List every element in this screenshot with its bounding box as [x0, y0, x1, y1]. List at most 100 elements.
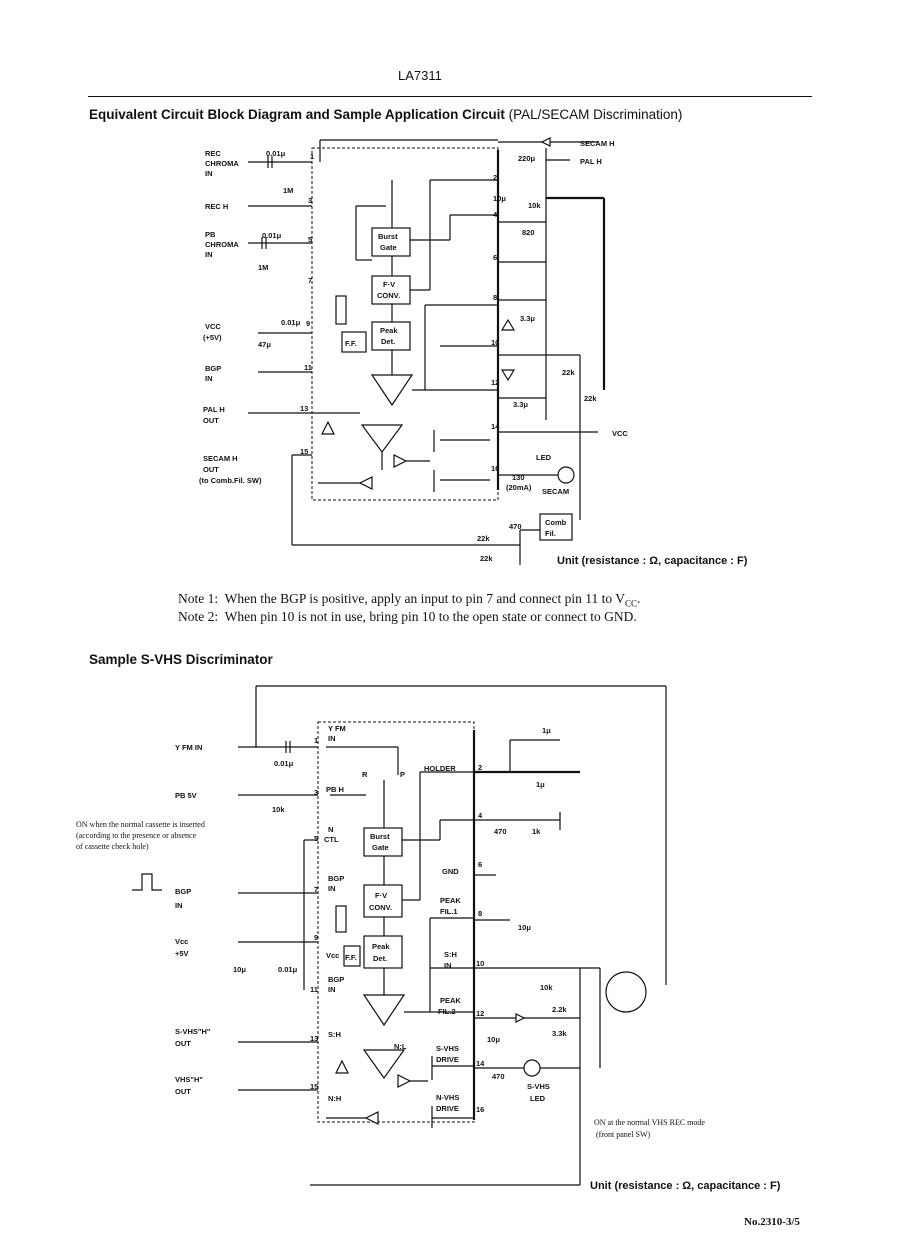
det-label: Det. [381, 337, 395, 346]
d2-pin-4: 4 [478, 811, 483, 820]
doc-number: No.2310-3/5 [744, 1216, 800, 1228]
d2-peakfil1-l2: FIL.1 [440, 907, 458, 916]
diagram1-title: Equivalent Circuit Block Diagram and Sam… [89, 107, 682, 122]
d1-pin-7: 7 [308, 276, 312, 285]
d2-c8: 10μ [487, 1035, 500, 1044]
d2-fv-label: F·V [375, 891, 387, 900]
burst-gate-block [371, 227, 411, 257]
d2-fv-conv [363, 884, 403, 918]
d2-buffer2 [364, 1111, 379, 1125]
diagram2-unit: Unit (resistance : Ω, capacitance : F) [590, 1180, 781, 1192]
d2-pin-8: 8 [478, 909, 482, 918]
d2-pin-16: 16 [476, 1105, 484, 1114]
diode3 [540, 137, 551, 147]
d2-comparator2 [362, 1049, 406, 1080]
d2-burst-gate [363, 827, 403, 857]
d2-switch-l1: ON at the normal VHS REC mode [594, 1118, 705, 1127]
d2-bgpin-l1: BGP [328, 874, 344, 883]
d1-pin-10: 10 [491, 338, 499, 347]
vcc-l1: VCC [205, 322, 221, 331]
pb-chroma-l2: CHROMA [205, 240, 239, 249]
d2-buffer3 [335, 1059, 349, 1074]
d2-pin-14: 14 [476, 1059, 485, 1068]
d1-pin-15: 15 [300, 447, 308, 456]
d2-buffer1 [397, 1074, 412, 1088]
d1-c6: 10μ [493, 194, 506, 203]
ff-block [341, 331, 367, 353]
pot-resistor [335, 295, 347, 325]
secam-out-l2: OUT [203, 465, 219, 474]
d2-cassette-l2: (according to the presence or absence [76, 831, 197, 840]
secam-out-l1: SECAM H [203, 454, 238, 463]
d1-vcc: VCC [612, 429, 628, 438]
d2-r4: 10k [540, 983, 553, 992]
d2-pin-3: 3 [314, 788, 318, 797]
d2-pin-7: 7 [314, 885, 318, 894]
d2-bgpin2-l2: IN [328, 985, 336, 994]
d2-c1: 0.01μ [274, 759, 294, 768]
d2-diode [515, 1013, 526, 1023]
comb-fil-block [539, 513, 573, 541]
fv-label: F·V [383, 280, 395, 289]
d2-svhsdrive-l1: S-VHS [436, 1044, 459, 1053]
d2-pin-6: 6 [478, 860, 482, 869]
d1-comb-l2: Fil. [545, 529, 556, 538]
d2-r5: 2.2k [552, 1005, 567, 1014]
d2-c5: 1μ [536, 780, 545, 789]
d2-vhs-l2: OUT [175, 1087, 191, 1096]
d2-peakfil1-l1: PEAK [440, 896, 461, 905]
d2-c2: 10μ [233, 965, 246, 974]
note-1-sub: CC [624, 598, 637, 609]
d2-nctl-l1: N [328, 825, 333, 834]
vcc-l2: (+5V) [203, 333, 222, 342]
d1-r4: 820 [522, 228, 535, 237]
d1-r6: 22k [584, 394, 597, 403]
pb-chroma-l1: PB [205, 230, 216, 239]
pb-chroma-l3: IN [205, 250, 213, 259]
note-2-text: When pin 10 is not in use, bring pin 10 … [224, 609, 637, 624]
buffer2 [358, 476, 373, 490]
bgp-pulse-icon [132, 873, 162, 891]
d2-shin-l1: S:H [444, 950, 457, 959]
d1-r8: 470 [509, 522, 522, 531]
d2-conv-label: CONV. [369, 903, 392, 912]
fv-conv-block [371, 275, 411, 305]
d2-pin-11: 11 [310, 985, 318, 994]
d2-gate-label: Gate [372, 843, 389, 852]
d2-peakfil2-l2: FIL.2 [438, 1007, 456, 1016]
d1-r7: 130 [512, 473, 525, 482]
d2-p-label: P [400, 770, 405, 779]
d1-pin-4: 4 [493, 210, 498, 219]
d1-c1: 0.01μ [266, 149, 286, 158]
d1-pal-h: PAL H [580, 157, 602, 166]
d1-secam-h: SECAM H [580, 139, 615, 148]
d1-led: LED [536, 453, 552, 462]
d2-pin-9: 9 [314, 933, 318, 942]
d2-svhsdrive-l2: DRIVE [436, 1055, 459, 1064]
d2-y-fm-label: Y FM IN [175, 743, 202, 752]
d1-pin-8: 8 [493, 293, 497, 302]
d2-vhs-l1: VHS"H" [175, 1075, 203, 1084]
comparator1 [370, 374, 414, 407]
d1-r10: 22k [480, 554, 493, 563]
diode2 [500, 369, 516, 382]
diagram1-unit: Unit (resistance : Ω, capacitance : F) [557, 555, 748, 567]
note-1-text: When the BGP is positive, apply an input… [224, 591, 625, 606]
d2-c6: 10μ [518, 923, 531, 932]
burst-label: Burst [378, 232, 398, 241]
secam-out-l3: (to Comb.Fil. SW) [199, 476, 262, 485]
d2-bgpin-l2: IN [328, 884, 336, 893]
diagram1-schematic: 1 2 3 4 5 6 7 8 9 10 11 12 13 14 15 16 B… [199, 137, 628, 565]
buffer1 [393, 454, 408, 468]
d1-pin-3: 3 [308, 196, 312, 205]
d2-pin-2: 2 [478, 763, 482, 772]
d2-yfm-in-l2: IN [328, 734, 336, 743]
d1-c7: 3.3μ [520, 314, 535, 323]
d2-switch-l2: (front panel SW) [596, 1130, 651, 1139]
rec-chroma-l3: IN [205, 169, 213, 178]
d2-svhs-l1: S-VHS"H" [175, 1027, 211, 1036]
d2-bgp-l2: IN [175, 901, 183, 910]
d2-holder: HOLDER [424, 764, 456, 773]
d1-iled: (20mA) [506, 483, 532, 492]
d1-pin-6: 6 [493, 253, 497, 262]
